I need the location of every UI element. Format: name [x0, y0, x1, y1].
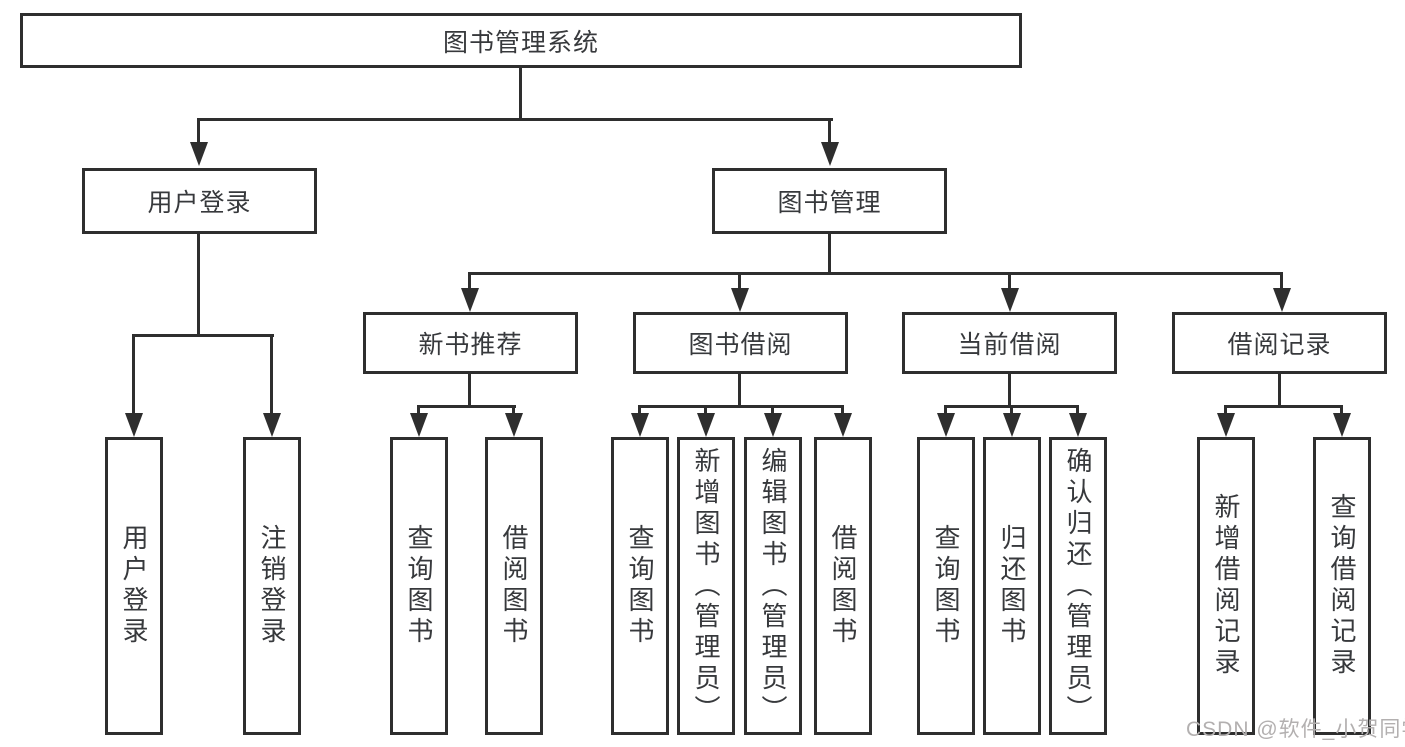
arrow-line-bb-add [704, 405, 707, 416]
arrow-head-rec-query [1333, 413, 1351, 437]
leaf-borrow-add-admin: 新增图书（管理员） [677, 437, 735, 735]
leaf-user-login-label: 用户登录 [119, 524, 149, 648]
leaf-current-confirm-admin-label: 确认归还（管理员） [1063, 446, 1093, 726]
arrow-line-current [1008, 272, 1011, 291]
leaf-current-confirm-admin: 确认归还（管理员） [1049, 437, 1107, 735]
connector-login-rail [132, 334, 274, 337]
node-user-login-label: 用户登录 [147, 189, 252, 217]
arrow-line-login [197, 118, 200, 144]
node-book-borrow-label: 图书借阅 [688, 331, 793, 359]
connector-records-rail [1224, 405, 1343, 408]
arrow-head-bb-borrow [834, 413, 852, 437]
arrow-head-cb-confirm [1069, 413, 1087, 437]
leaf-current-return-label: 归还图书 [997, 524, 1027, 648]
arrow-head-cb-query [937, 413, 955, 437]
arrow-line-borrow [738, 272, 741, 291]
node-new-book-recommend-label: 新书推荐 [418, 331, 523, 359]
arrow-head-rec-add [1217, 413, 1235, 437]
arrow-line-records [1280, 272, 1283, 291]
connector-current-stem [1008, 374, 1011, 407]
node-root-label: 图书管理系统 [442, 28, 599, 57]
node-new-book-recommend: 新书推荐 [363, 312, 578, 374]
arrow-head-bookmgmt [821, 142, 839, 166]
node-user-login: 用户登录 [82, 168, 317, 234]
node-borrow-records: 借阅记录 [1172, 312, 1387, 374]
leaf-user-login: 用户登录 [105, 437, 163, 735]
leaf-newbook-query-label: 查询图书 [404, 524, 434, 648]
leaf-borrow-query: 查询图书 [611, 437, 669, 735]
arrow-line-bb-edit [771, 405, 774, 416]
arrow-head-login [190, 142, 208, 166]
arrow-head-bb-add [697, 413, 715, 437]
leaf-borrow-add-admin-label: 新增图书（管理员） [691, 446, 721, 726]
arrow-head-records [1273, 288, 1291, 312]
arrow-line-rec-query [1340, 405, 1343, 416]
arrow-head-nb-query [410, 413, 428, 437]
arrow-line-newbook [468, 272, 471, 291]
arrow-line-bookmgmt [828, 118, 831, 144]
connector-borrow-rail [638, 405, 844, 408]
arrow-head-current [1001, 288, 1019, 312]
node-current-borrow-label: 当前借阅 [957, 331, 1062, 359]
arrow-line-leaf-logout [270, 334, 273, 416]
arrow-head-nb-borrow [505, 413, 523, 437]
arrow-head-leaf-logout [263, 413, 281, 437]
arrow-head-bb-edit [764, 413, 782, 437]
connector-borrow-stem [738, 374, 741, 407]
arrow-head-bb-query [631, 413, 649, 437]
leaf-logout-label: 注销登录 [257, 524, 287, 648]
arrow-line-nb-query [417, 405, 420, 416]
connector-login-stem [197, 234, 200, 334]
node-root: 图书管理系统 [20, 13, 1022, 68]
leaf-logout: 注销登录 [243, 437, 301, 735]
leaf-records-query: 查询借阅记录 [1313, 437, 1371, 735]
leaf-current-query: 查询图书 [917, 437, 975, 735]
leaf-borrow-edit-admin-label: 编辑图书（管理员） [758, 446, 788, 726]
arrow-head-cb-return [1003, 413, 1021, 437]
connector-root-stem [519, 68, 522, 118]
arrow-head-leaf-userlogin [125, 413, 143, 437]
leaf-newbook-borrow: 借阅图书 [485, 437, 543, 735]
arrow-line-cb-return [1010, 405, 1013, 416]
arrow-line-bb-query [638, 405, 641, 416]
connector-bookmgmt-stem [828, 234, 831, 272]
arrow-line-bb-borrow [841, 405, 844, 416]
leaf-borrow-query-label: 查询图书 [625, 524, 655, 648]
csdn-watermark: CSDN @软件_小贺同学 [1186, 718, 1405, 741]
leaf-newbook-query: 查询图书 [390, 437, 448, 735]
connector-records-stem [1278, 374, 1281, 407]
node-book-borrow: 图书借阅 [633, 312, 848, 374]
arrow-head-newbook [461, 288, 479, 312]
leaf-records-add: 新增借阅记录 [1197, 437, 1255, 735]
leaf-current-return: 归还图书 [983, 437, 1041, 735]
node-borrow-records-label: 借阅记录 [1227, 331, 1332, 359]
node-current-borrow: 当前借阅 [902, 312, 1117, 374]
connector-newbook-rail [417, 405, 516, 408]
connector-bookmgmt-rail [468, 272, 1283, 275]
arrow-line-leaf-userlogin [132, 334, 135, 416]
arrow-line-nb-borrow [512, 405, 515, 416]
leaf-records-query-label: 查询借阅记录 [1327, 493, 1357, 679]
arrow-line-cb-confirm [1076, 405, 1079, 416]
connector-root-rail [197, 118, 833, 121]
leaf-records-add-label: 新增借阅记录 [1211, 493, 1241, 679]
node-book-management: 图书管理 [712, 168, 947, 234]
leaf-newbook-borrow-label: 借阅图书 [499, 524, 529, 648]
leaf-borrow-edit-admin: 编辑图书（管理员） [744, 437, 802, 735]
arrow-line-rec-add [1224, 405, 1227, 416]
leaf-current-query-label: 查询图书 [931, 524, 961, 648]
arrow-line-cb-query [944, 405, 947, 416]
arrow-head-borrow [731, 288, 749, 312]
node-book-management-label: 图书管理 [777, 189, 882, 217]
leaf-borrow-borrow-label: 借阅图书 [828, 524, 858, 648]
leaf-borrow-borrow: 借阅图书 [814, 437, 872, 735]
connector-newbook-stem [468, 374, 471, 407]
